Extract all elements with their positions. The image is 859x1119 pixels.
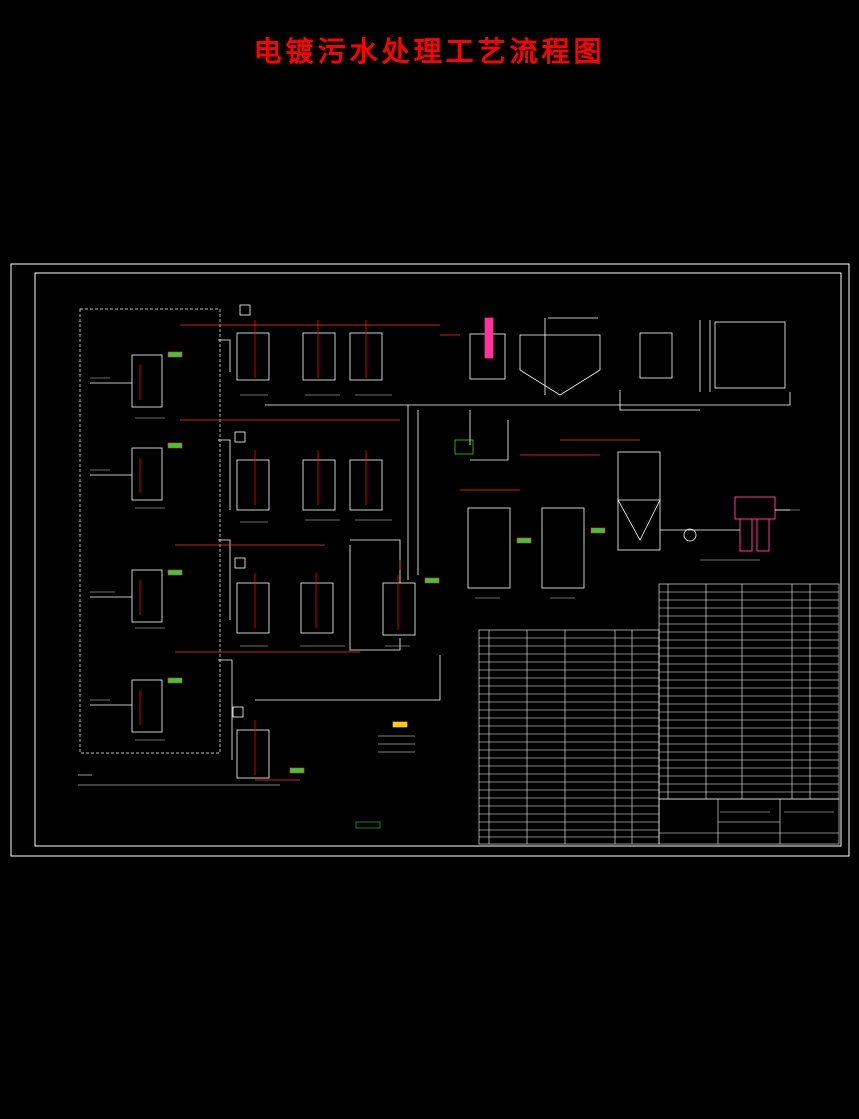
dosing-piping (175, 324, 640, 781)
sludge-tank-top-right (639, 320, 786, 392)
collection-tank-4 (90, 679, 163, 733)
equipment-table-left (478, 629, 660, 845)
reaction-tanks-row-3 (234, 557, 416, 636)
legend (355, 721, 415, 829)
lift-pumps (167, 351, 606, 774)
reaction-tanks-row-2 (234, 431, 383, 511)
inner-frame (34, 272, 842, 847)
piping (218, 339, 791, 760)
notes-lines (78, 774, 280, 786)
collection-tank-2 (90, 447, 163, 501)
equipment-table-right (658, 583, 840, 800)
final-filter (734, 496, 776, 552)
clarifier (469, 317, 601, 396)
title-block (658, 798, 840, 845)
middle-right-tanks (454, 439, 697, 589)
drawing-title: 电镀污水处理工艺流程图 (253, 35, 606, 68)
reaction-tanks-row-1 (236, 304, 383, 381)
outer-frame (10, 263, 850, 857)
cad-annotations (90, 377, 834, 813)
reaction-tank-bottom (232, 706, 270, 779)
collection-tank-1 (90, 354, 163, 408)
collection-zone (79, 308, 221, 754)
collection-tank-3 (90, 569, 163, 623)
